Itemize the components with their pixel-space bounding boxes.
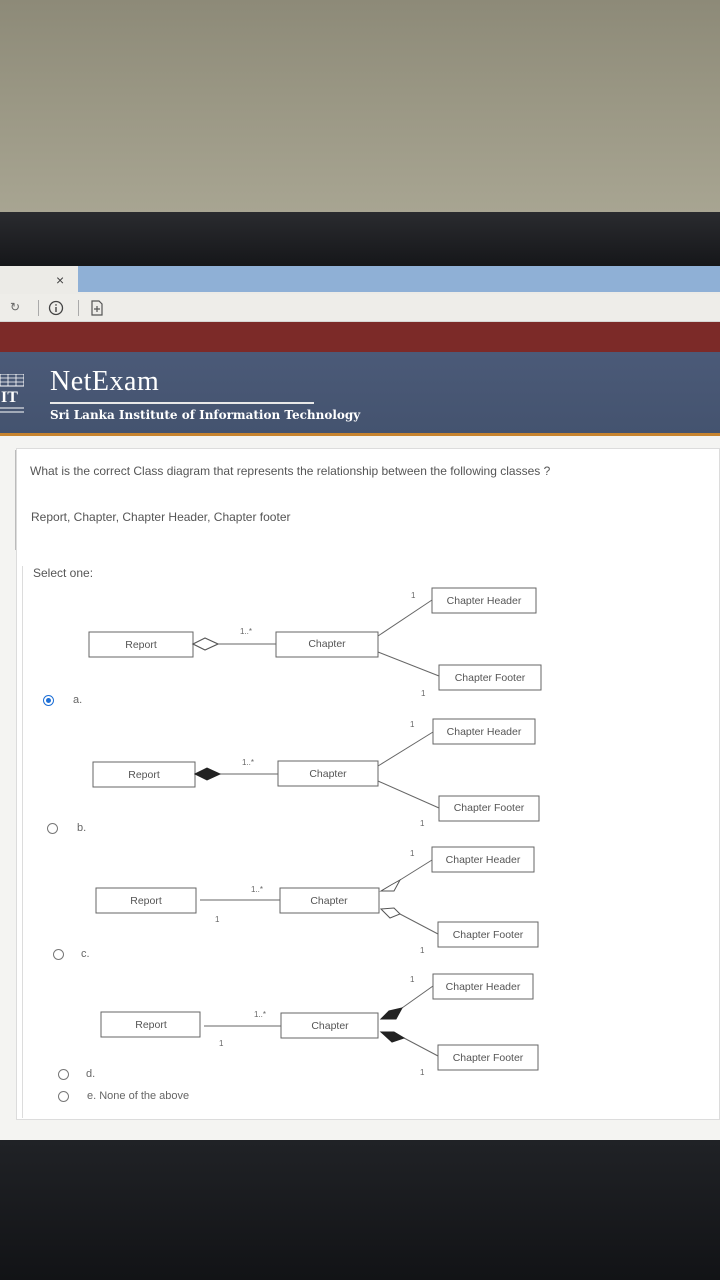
screen: × ↻ IT NetExam Sri Lanka Institute of In… xyxy=(0,266,720,1140)
report-box xyxy=(92,761,196,788)
footer-label: Chapter Footer xyxy=(453,1052,524,1064)
header-box xyxy=(432,718,536,745)
background-wall xyxy=(0,0,720,222)
chapter-label: Chapter xyxy=(310,895,348,907)
monitor-bezel-bottom xyxy=(0,1140,720,1280)
multiplicity-many: 1..* xyxy=(254,1010,266,1019)
uml-diagrams: Report Chapter Chapter Header Chapter Fo… xyxy=(88,587,542,1077)
monitor-bezel-top xyxy=(0,212,720,268)
chapter-label: Chapter xyxy=(311,1020,349,1032)
aggregation-diamond xyxy=(379,878,402,892)
header-box xyxy=(431,587,537,614)
multiplicity-many: 1..* xyxy=(242,758,254,767)
footer-label: Chapter Footer xyxy=(454,802,525,814)
footer-box xyxy=(437,921,539,948)
active-tab[interactable] xyxy=(78,266,720,292)
reload-icon[interactable]: ↻ xyxy=(10,300,21,314)
header-label: Chapter Header xyxy=(446,981,521,993)
multiplicity-one: 1 xyxy=(411,591,416,600)
svg-text:IT: IT xyxy=(1,389,18,406)
report-label: Report xyxy=(135,1019,167,1031)
institution-name: Sri Lanka Institute of Information Techn… xyxy=(50,408,361,422)
option-a-radio[interactable] xyxy=(43,695,54,706)
multiplicity-one: 1 xyxy=(421,689,426,698)
multiplicity-many: 1..* xyxy=(251,885,263,894)
footer-box xyxy=(437,1044,539,1071)
option-d-label[interactable]: d. xyxy=(86,1068,96,1080)
sliit-logo-icon: IT xyxy=(0,373,25,414)
multiplicity-many: 1..* xyxy=(240,627,252,636)
multiplicity-one: 1 xyxy=(410,849,415,858)
footer-label: Chapter Footer xyxy=(453,929,524,941)
report-label: Report xyxy=(128,769,160,781)
side-panel-edge xyxy=(0,450,16,550)
multiplicity-one: 1 xyxy=(215,915,220,924)
aggregation-diamond xyxy=(379,907,401,919)
option-c-label[interactable]: c. xyxy=(81,948,90,960)
info-icon[interactable] xyxy=(48,300,64,319)
chapter-box xyxy=(280,1012,379,1039)
header-box xyxy=(431,846,535,873)
report-box xyxy=(95,887,197,914)
divider xyxy=(78,300,79,316)
address-bar: ↻ xyxy=(0,294,720,322)
chapter-label: Chapter xyxy=(309,768,347,780)
composition-diamond xyxy=(193,767,222,781)
header-label: Chapter Header xyxy=(446,854,521,866)
brand-underline xyxy=(50,402,314,404)
report-label: Report xyxy=(125,639,157,651)
option-a-label[interactable]: a. xyxy=(73,694,83,706)
composition-diamond xyxy=(379,1031,406,1043)
chapter-box xyxy=(277,760,379,787)
site-header: IT NetExam Sri Lanka Institute of Inform… xyxy=(0,352,720,436)
multiplicity-one: 1 xyxy=(420,1068,425,1077)
brand-title[interactable]: NetExam xyxy=(50,366,160,397)
multiplicity-one: 1 xyxy=(420,946,425,955)
select-one-label: Select one: xyxy=(33,566,94,580)
composition-diamond xyxy=(379,1007,403,1020)
top-band xyxy=(0,322,720,352)
multiplicity-one: 1 xyxy=(410,975,415,984)
page-add-icon[interactable] xyxy=(90,300,104,319)
chapter-box xyxy=(279,887,380,914)
report-box xyxy=(88,631,194,658)
multiplicity-one: 1 xyxy=(420,819,425,828)
multiplicity-one: 1 xyxy=(219,1039,224,1048)
header-label: Chapter Header xyxy=(447,595,522,607)
question-classes: Report, Chapter, Chapter Header, Chapter… xyxy=(31,510,291,524)
option-c-radio[interactable] xyxy=(53,949,64,960)
option-d-radio[interactable] xyxy=(58,1069,69,1080)
chapter-label: Chapter xyxy=(308,638,346,650)
footer-box xyxy=(438,795,540,822)
footer-label: Chapter Footer xyxy=(455,672,526,684)
divider xyxy=(38,300,39,316)
report-box xyxy=(100,1011,201,1038)
option-e-radio[interactable] xyxy=(58,1091,69,1102)
header-box xyxy=(432,973,534,1000)
option-b-label[interactable]: b. xyxy=(77,822,87,834)
answer-area xyxy=(22,566,720,1118)
option-e-label[interactable]: e. None of the above xyxy=(87,1090,190,1102)
aggregation-diamond xyxy=(191,637,220,651)
option-b-radio[interactable] xyxy=(47,823,58,834)
tab-bar: × xyxy=(0,266,720,294)
close-tab-icon[interactable]: × xyxy=(56,272,65,288)
report-label: Report xyxy=(130,895,162,907)
multiplicity-one: 1 xyxy=(410,720,415,729)
footer-box xyxy=(438,664,542,691)
header-label: Chapter Header xyxy=(447,726,522,738)
question-prompt: What is the correct Class diagram that r… xyxy=(30,464,551,478)
